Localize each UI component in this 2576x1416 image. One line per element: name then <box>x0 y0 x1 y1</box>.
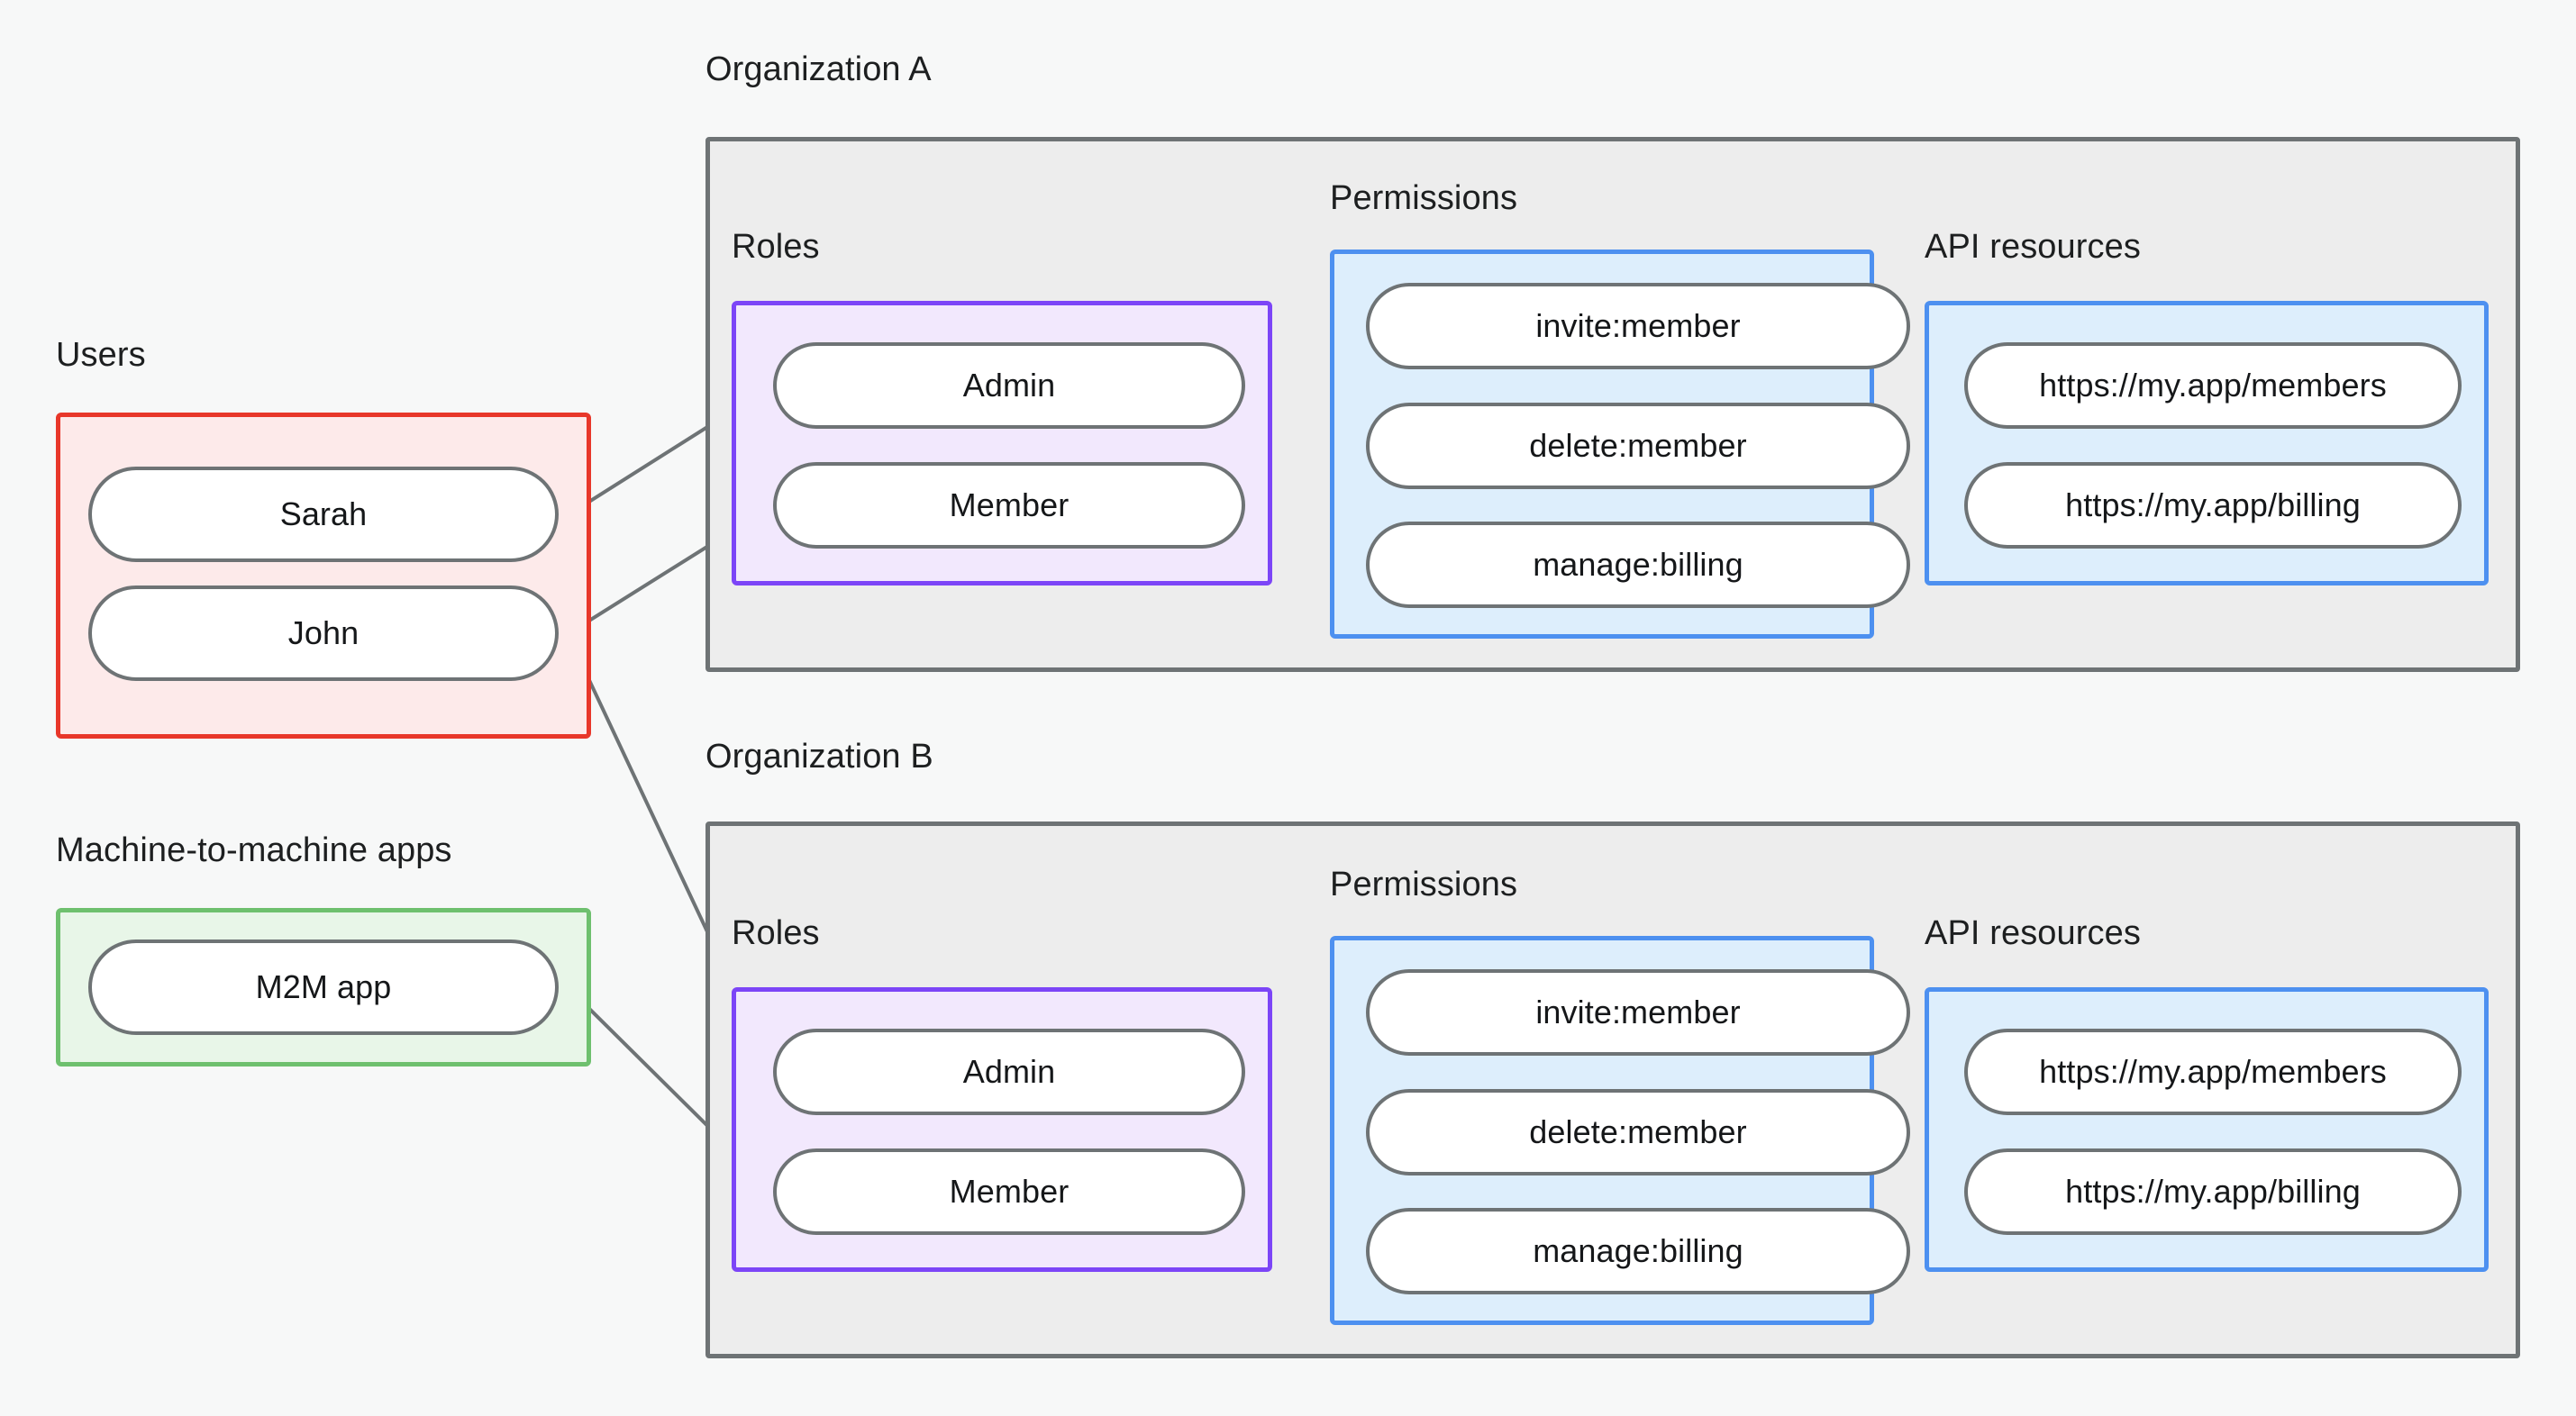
users-caption: Users <box>56 336 146 374</box>
org-a-permission-invite[interactable]: invite:member <box>1366 283 1910 369</box>
org-b-permission-billing[interactable]: manage:billing <box>1366 1208 1910 1294</box>
org-a-roles-caption: Roles <box>732 228 820 266</box>
user-node-sarah[interactable]: Sarah <box>88 467 559 562</box>
org-b-role-admin[interactable]: Admin <box>773 1029 1245 1115</box>
org-a-api-resource-members[interactable]: https://my.app/members <box>1964 342 2462 429</box>
m2m-node-app[interactable]: M2M app <box>88 939 559 1035</box>
org-b-caption: Organization B <box>705 738 933 776</box>
org-a-api-resources-caption: API resources <box>1925 228 2141 266</box>
org-a-api-resource-billing[interactable]: https://my.app/billing <box>1964 462 2462 549</box>
org-a-permission-delete[interactable]: delete:member <box>1366 403 1910 489</box>
org-b-api-resources-caption: API resources <box>1925 914 2141 952</box>
m2m-caption: Machine-to-machine apps <box>56 831 452 869</box>
org-b-roles-caption: Roles <box>732 914 820 952</box>
org-a-role-member[interactable]: Member <box>773 462 1245 549</box>
org-b-permission-invite[interactable]: invite:member <box>1366 969 1910 1056</box>
org-b-permissions-caption: Permissions <box>1330 866 1518 903</box>
org-a-role-admin[interactable]: Admin <box>773 342 1245 429</box>
org-b-api-resource-members[interactable]: https://my.app/members <box>1964 1029 2462 1115</box>
org-b-api-resource-billing[interactable]: https://my.app/billing <box>1964 1148 2462 1235</box>
org-b-role-member[interactable]: Member <box>773 1148 1245 1235</box>
users-group <box>56 413 591 739</box>
org-a-permission-billing[interactable]: manage:billing <box>1366 522 1910 608</box>
user-node-john[interactable]: John <box>88 585 559 681</box>
org-b-permission-delete[interactable]: delete:member <box>1366 1089 1910 1175</box>
org-a-permissions-caption: Permissions <box>1330 179 1518 217</box>
org-a-caption: Organization A <box>705 50 932 88</box>
